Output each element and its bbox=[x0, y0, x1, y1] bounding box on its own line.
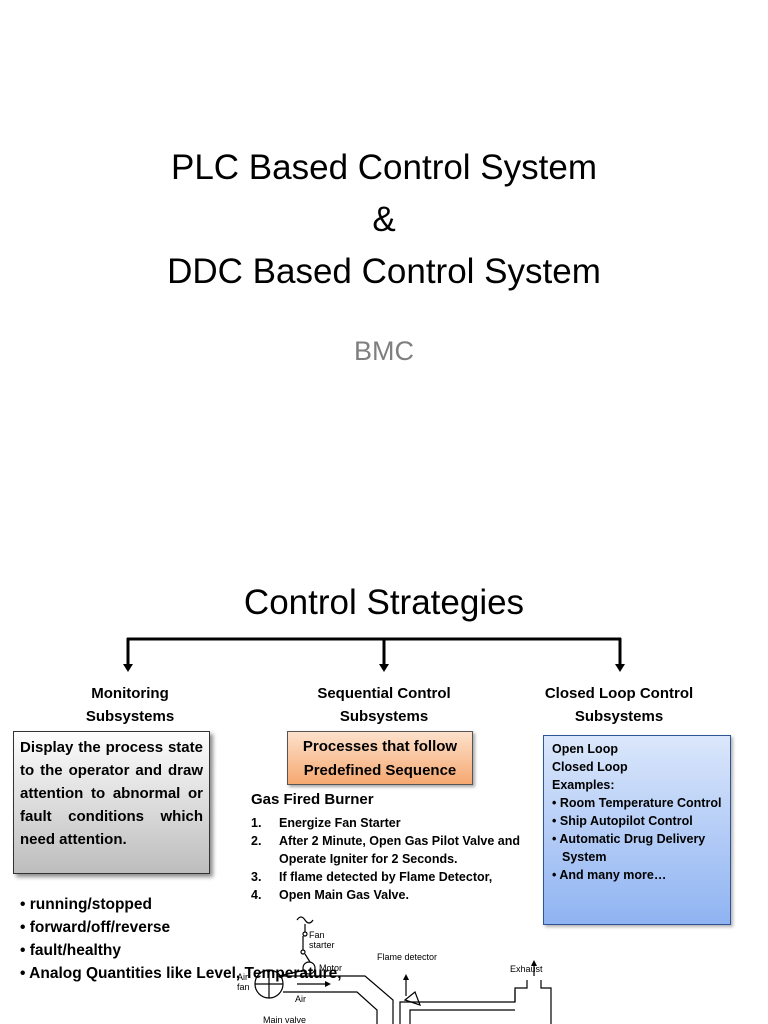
list-item: 2.After 2 Minute, Open Gas Pilot Valve a… bbox=[251, 834, 521, 866]
diagram-label: Air bbox=[295, 994, 306, 1004]
monitoring-list: • running/stopped • forward/off/reverse … bbox=[20, 893, 342, 985]
slide2-title: Control Strategies bbox=[243, 583, 525, 622]
burner-diagram: Fan starter Motor Air fan Air Main valve… bbox=[237, 916, 552, 1024]
diagram-label: Fan bbox=[309, 930, 325, 940]
diagram-label: Exhaust bbox=[510, 964, 543, 974]
title-line-3: DDC Based Control System bbox=[167, 252, 601, 291]
list-item: • Room Temperature Control bbox=[552, 796, 722, 810]
monitoring-box: Display the process state to the operato… bbox=[13, 731, 210, 874]
list-item: • And many more… bbox=[552, 868, 667, 882]
slide1-subtitle: BMC bbox=[354, 336, 414, 366]
burner-steps: 1.Energize Fan Starter 2.After 2 Minute,… bbox=[251, 814, 531, 904]
diagram-label: Motor bbox=[319, 963, 342, 973]
diagram-label: Flame detector bbox=[377, 952, 437, 962]
list-item: • Ship Autopilot Control bbox=[552, 814, 693, 828]
monitoring-heading: Monitoring Subsystems bbox=[85, 685, 175, 725]
diagram-label: Air bbox=[237, 972, 248, 982]
list-item: 3.If flame detected by Flame Detector, bbox=[251, 870, 493, 884]
sequential-box: Processes that follow Predefined Sequenc… bbox=[287, 731, 473, 785]
list-item: • fault/healthy bbox=[20, 942, 122, 959]
closed-loop-box: Open Loop Closed Loop Examples: • Room T… bbox=[543, 735, 731, 925]
title-line-1: PLC Based Control System bbox=[170, 148, 597, 187]
list-item: 4.Open Main Gas Valve. bbox=[251, 888, 409, 902]
list-item: • forward/off/reverse bbox=[20, 919, 171, 936]
list-item: • running/stopped bbox=[20, 896, 152, 913]
list-item: • Analog Quantities like Level, Temperat… bbox=[20, 965, 342, 982]
slide1-title: PLC Based Control System & DDC Based Con… bbox=[0, 142, 768, 298]
sequential-heading: Sequential Control Subsystems bbox=[317, 685, 451, 725]
diagram-label: fan bbox=[237, 982, 250, 992]
diagram-label: Main valve bbox=[263, 1015, 306, 1024]
list-item: 1.Energize Fan Starter bbox=[251, 816, 401, 830]
list-item: • Automatic Drug Delivery System bbox=[552, 832, 706, 864]
closed-loop-heading: Closed Loop Control Subsystems bbox=[544, 685, 694, 725]
diagram-label: starter bbox=[309, 940, 335, 950]
burner-title: Gas Fired Burner bbox=[251, 791, 374, 808]
title-line-2: & bbox=[372, 200, 396, 239]
